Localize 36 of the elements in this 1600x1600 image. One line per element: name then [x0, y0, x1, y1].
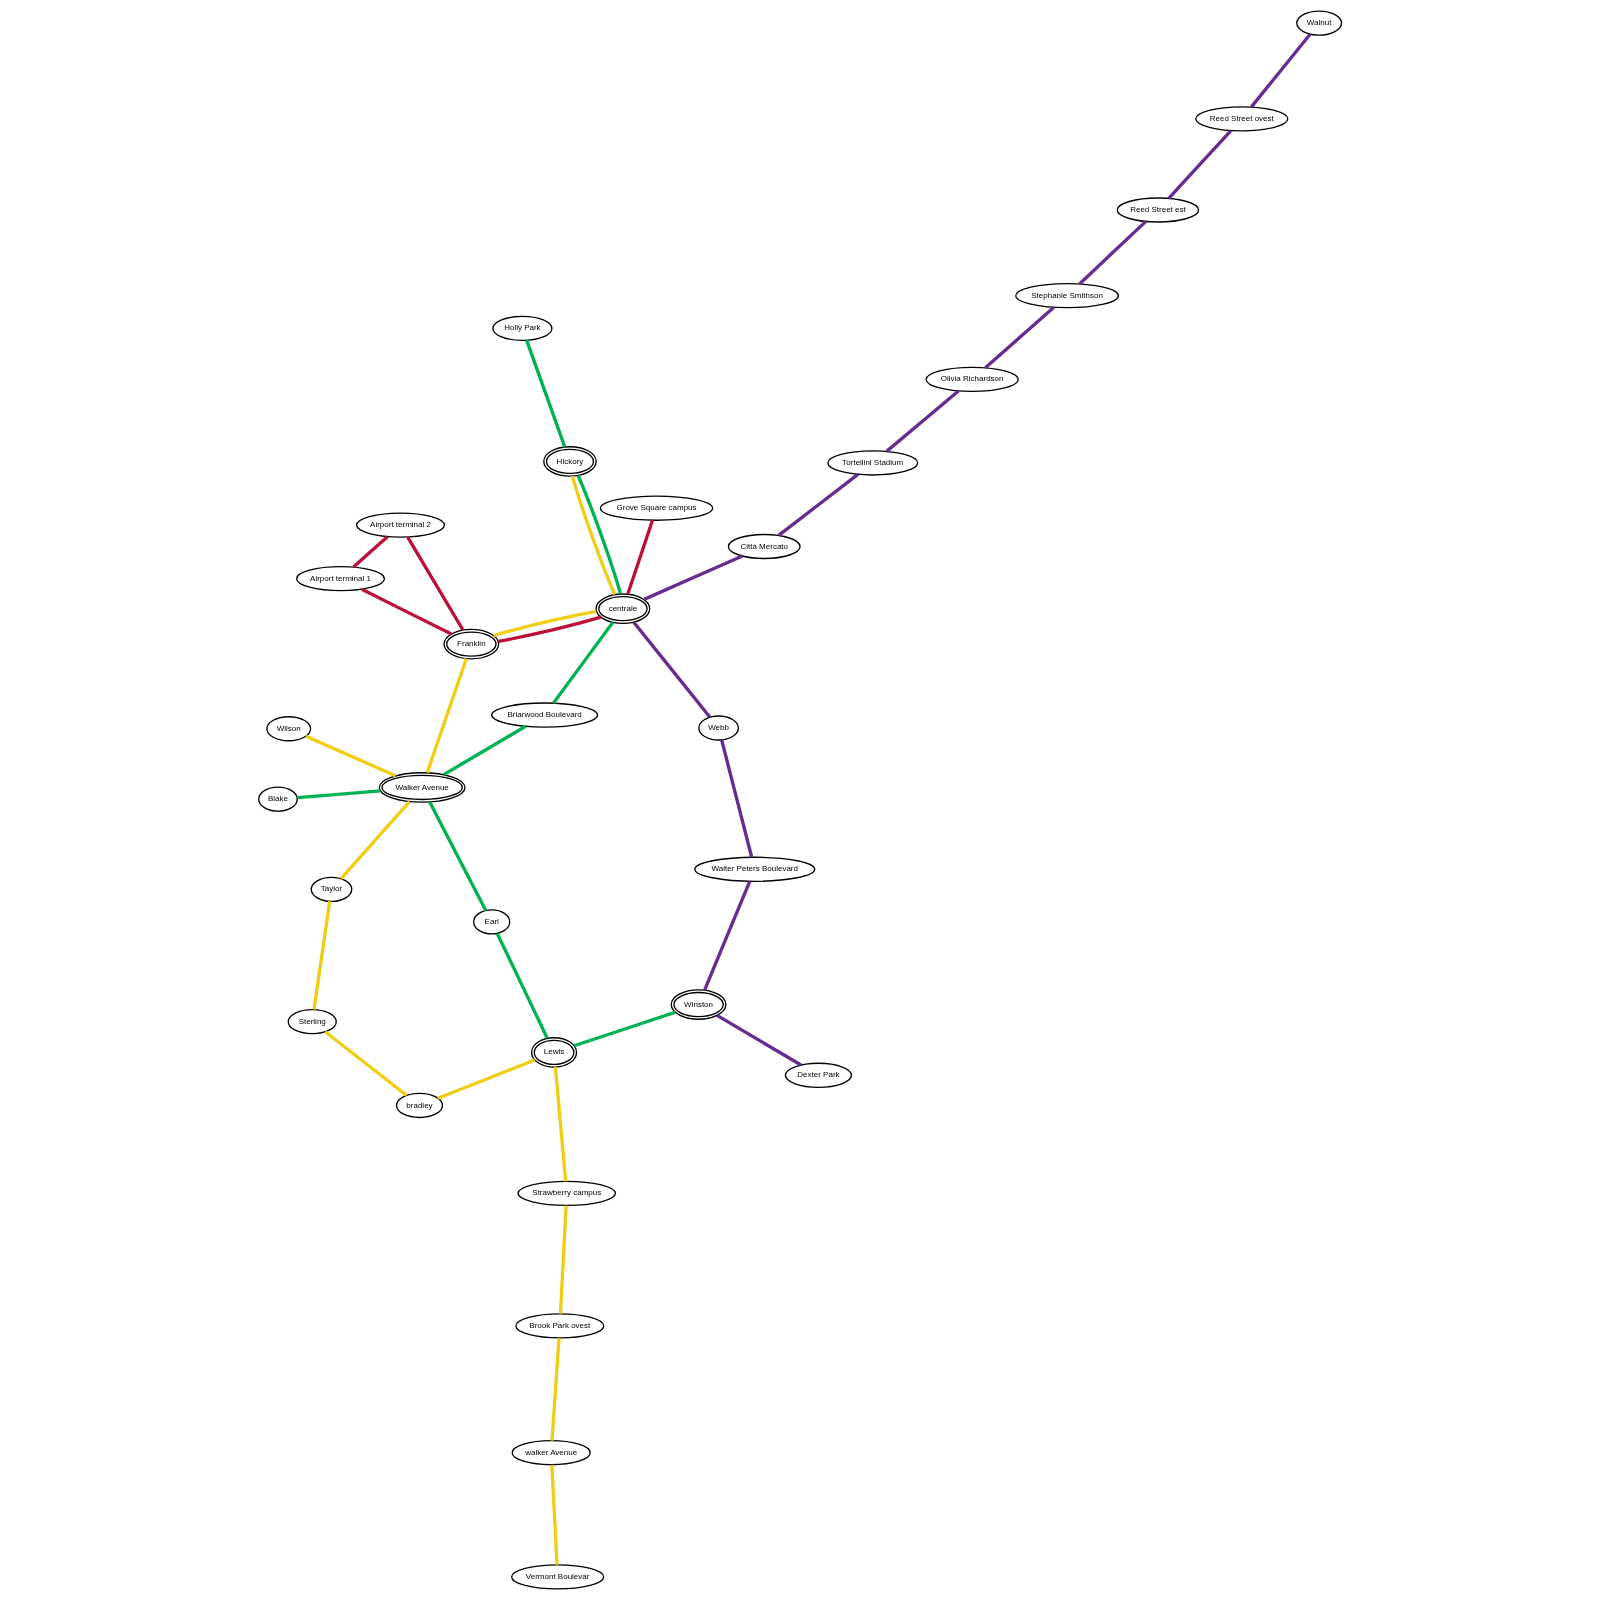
connector	[553, 1066, 568, 1182]
connector	[573, 1010, 676, 1048]
connector	[324, 1030, 408, 1097]
connector	[558, 1205, 568, 1314]
connector	[495, 932, 549, 1039]
connector	[525, 339, 567, 448]
connector	[425, 658, 468, 774]
connector	[305, 734, 397, 778]
connector	[406, 536, 465, 631]
connector	[720, 739, 754, 858]
connector	[632, 621, 712, 719]
connector	[643, 554, 744, 601]
connector	[550, 1464, 559, 1565]
connector	[576, 474, 623, 595]
connector	[361, 587, 453, 636]
connector	[984, 306, 1055, 369]
connector	[1167, 129, 1232, 200]
connector	[1078, 220, 1147, 286]
connector	[437, 1058, 536, 1100]
connector	[550, 1337, 561, 1441]
connector	[703, 880, 752, 991]
connector	[352, 535, 389, 569]
connector	[312, 901, 332, 1010]
connector	[570, 475, 617, 596]
connector	[1250, 33, 1312, 108]
connector	[339, 800, 411, 880]
connector	[442, 724, 527, 777]
connector	[498, 615, 602, 644]
connector	[428, 801, 488, 912]
connector	[552, 621, 615, 705]
connector	[716, 1014, 802, 1067]
connector	[297, 789, 381, 800]
connector	[493, 609, 597, 638]
connector	[885, 389, 960, 453]
connector	[626, 519, 655, 595]
connector	[777, 473, 859, 537]
